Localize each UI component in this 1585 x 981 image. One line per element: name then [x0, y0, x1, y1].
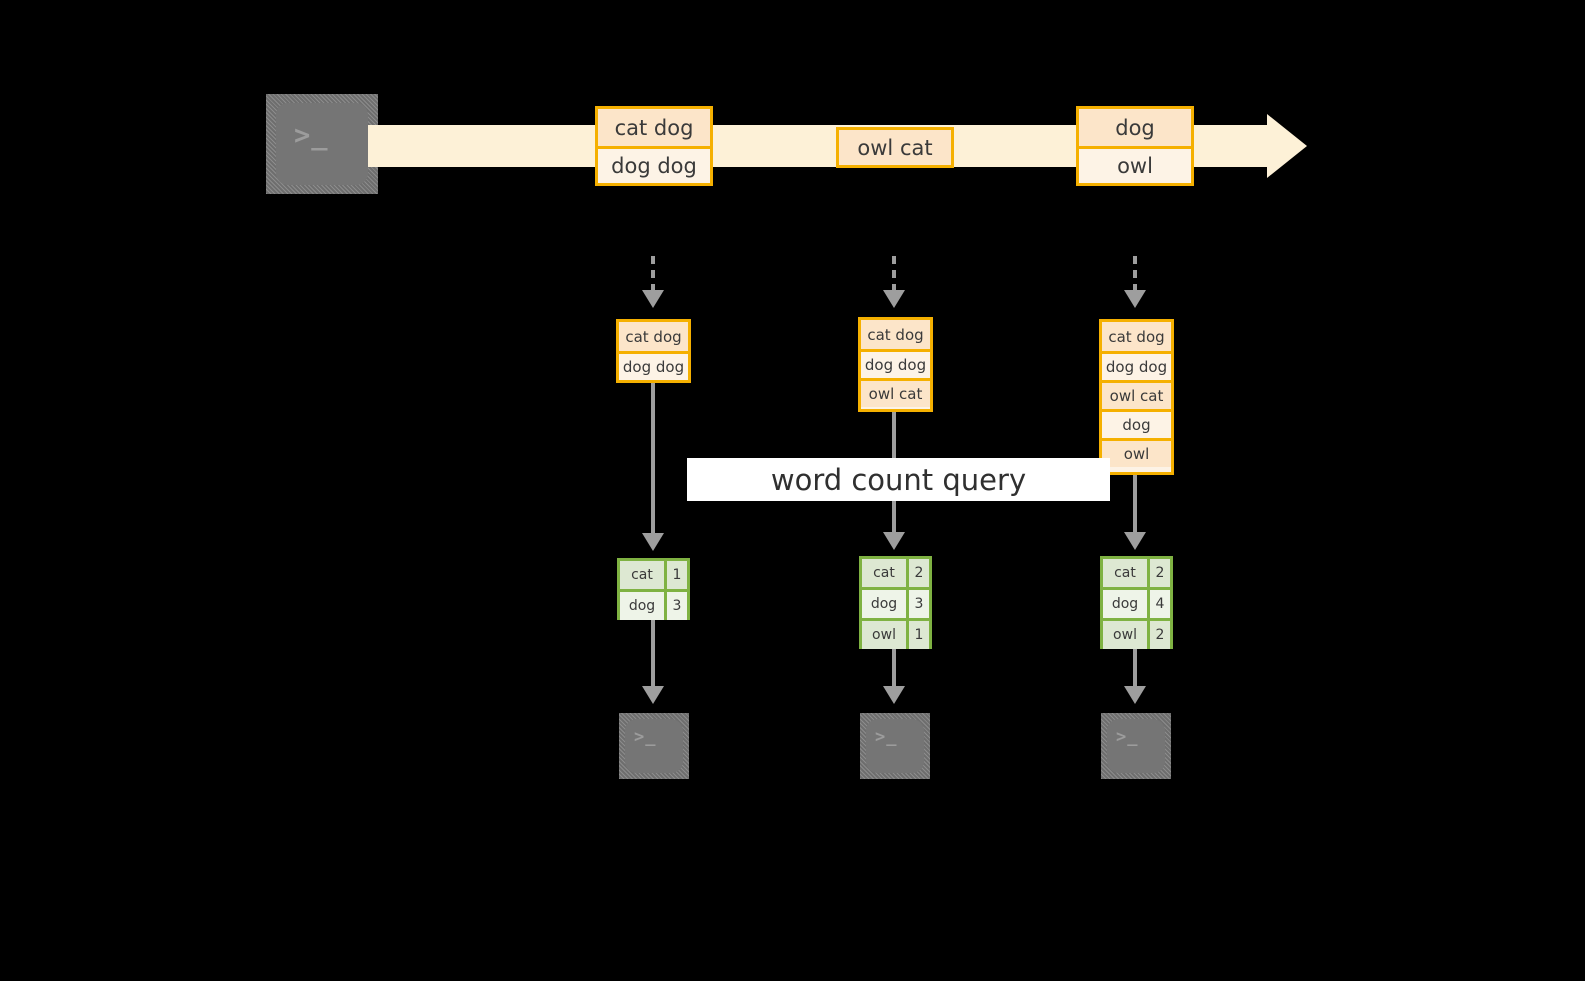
- terminal-prompt-glyph: >_: [1116, 727, 1139, 747]
- table-row: owl 1: [862, 618, 929, 649]
- trigger-3-input-line-2: dog dog: [1102, 351, 1171, 380]
- trigger-2-query-arrowhead: [883, 532, 905, 550]
- stream-batch-3-line-2: owl: [1079, 146, 1191, 183]
- stream-batch-3: dog owl: [1076, 106, 1194, 186]
- trigger-1-stream-to-state-line: [651, 256, 655, 292]
- trigger-3-row-3-count: 2: [1147, 621, 1170, 649]
- trigger-1-row-2-count: 3: [664, 592, 687, 620]
- trigger-3-input-line-5: owl: [1102, 438, 1171, 467]
- terminal-prompt-glyph: >_: [875, 727, 898, 747]
- trigger-1-accumulated-input: cat dog dog dog: [616, 319, 691, 383]
- table-row: cat 2: [1103, 559, 1170, 587]
- trigger-3-row-1-count: 2: [1147, 559, 1170, 587]
- trigger-2-stream-to-state-line: [892, 256, 896, 292]
- trigger-2-sink-line: [892, 649, 896, 688]
- table-row: cat 2: [862, 559, 929, 587]
- trigger-1-row-2-word: dog: [620, 592, 664, 620]
- trigger-2-stream-to-state-arrowhead: [883, 290, 905, 308]
- trigger-3-input-line-1: cat dog: [1102, 322, 1171, 351]
- trigger-2-input-line-3: owl cat: [861, 378, 930, 407]
- trigger-2-result-table: cat 2 dog 3 owl 1: [859, 556, 932, 649]
- trigger-2-sink-arrowhead: [883, 686, 905, 704]
- table-row: dog 3: [862, 587, 929, 618]
- trigger-3-stream-to-state-line: [1133, 256, 1137, 292]
- table-row: dog 3: [620, 589, 687, 620]
- trigger-2-row-1-word: cat: [862, 559, 906, 587]
- trigger-2-row-2-count: 3: [906, 590, 929, 618]
- stream-batch-1: cat dog dog dog: [595, 106, 713, 186]
- terminal-body: [1107, 719, 1165, 773]
- terminal-body: [625, 719, 683, 773]
- trigger-2-sink-terminal-icon: >_: [860, 713, 930, 779]
- stream-batch-1-line-1: cat dog: [598, 109, 710, 146]
- stream-batch-3-line-1: dog: [1079, 109, 1191, 146]
- trigger-2-row-3-count: 1: [906, 621, 929, 649]
- terminal-prompt-glyph: >_: [294, 120, 329, 151]
- trigger-3-accumulated-input: cat dog dog dog owl cat dog owl: [1099, 319, 1174, 475]
- trigger-3-sink-terminal-icon: >_: [1101, 713, 1171, 779]
- trigger-3-sink-arrowhead: [1124, 686, 1146, 704]
- trigger-1-sink-line: [651, 620, 655, 688]
- terminal-body: [276, 103, 368, 185]
- trigger-3-row-2-word: dog: [1103, 590, 1147, 618]
- stream-batch-1-line-2: dog dog: [598, 146, 710, 183]
- trigger-1-input-line-2: dog dog: [619, 351, 688, 380]
- trigger-3-query-arrowhead: [1124, 532, 1146, 550]
- trigger-3-row-1-word: cat: [1103, 559, 1147, 587]
- trigger-1-query-arrowhead: [642, 533, 664, 551]
- trigger-3-input-line-3: owl cat: [1102, 380, 1171, 409]
- trigger-2-row-1-count: 2: [906, 559, 929, 587]
- trigger-3-result-table: cat 2 dog 4 owl 2: [1100, 556, 1173, 649]
- trigger-3-sink-line: [1133, 649, 1137, 688]
- trigger-1-stream-to-state-arrowhead: [642, 290, 664, 308]
- trigger-2-row-3-word: owl: [862, 621, 906, 649]
- query-label: word count query: [770, 462, 1027, 497]
- trigger-2-accumulated-input: cat dog dog dog owl cat: [858, 317, 933, 412]
- trigger-1-input-line-1: cat dog: [619, 322, 688, 351]
- trigger-3-input-line-4: dog: [1102, 409, 1171, 438]
- trigger-1-sink-arrowhead: [642, 686, 664, 704]
- stream-batch-2-line-1: owl cat: [839, 130, 951, 165]
- trigger-1-row-1-count: 1: [664, 561, 687, 589]
- trigger-3-query-line: [1133, 475, 1137, 534]
- table-row: dog 4: [1103, 587, 1170, 618]
- source-terminal-icon: >_: [266, 94, 378, 194]
- table-row: owl 2: [1103, 618, 1170, 649]
- trigger-2-row-2-word: dog: [862, 590, 906, 618]
- trigger-1-sink-terminal-icon: >_: [619, 713, 689, 779]
- table-row: cat 1: [620, 561, 687, 589]
- trigger-1-query-line: [651, 383, 655, 535]
- trigger-3-row-3-word: owl: [1103, 621, 1147, 649]
- trigger-3-row-2-count: 4: [1147, 590, 1170, 618]
- trigger-1-row-1-word: cat: [620, 561, 664, 589]
- trigger-3-stream-to-state-arrowhead: [1124, 290, 1146, 308]
- stream-arrowhead: [1267, 114, 1307, 178]
- terminal-body: [866, 719, 924, 773]
- terminal-prompt-glyph: >_: [634, 727, 657, 747]
- query-band: word count query: [687, 458, 1110, 501]
- trigger-1-result-table: cat 1 dog 3: [617, 558, 690, 620]
- trigger-2-input-line-1: cat dog: [861, 320, 930, 349]
- stream-batch-2: owl cat: [836, 127, 954, 168]
- trigger-2-input-line-2: dog dog: [861, 349, 930, 378]
